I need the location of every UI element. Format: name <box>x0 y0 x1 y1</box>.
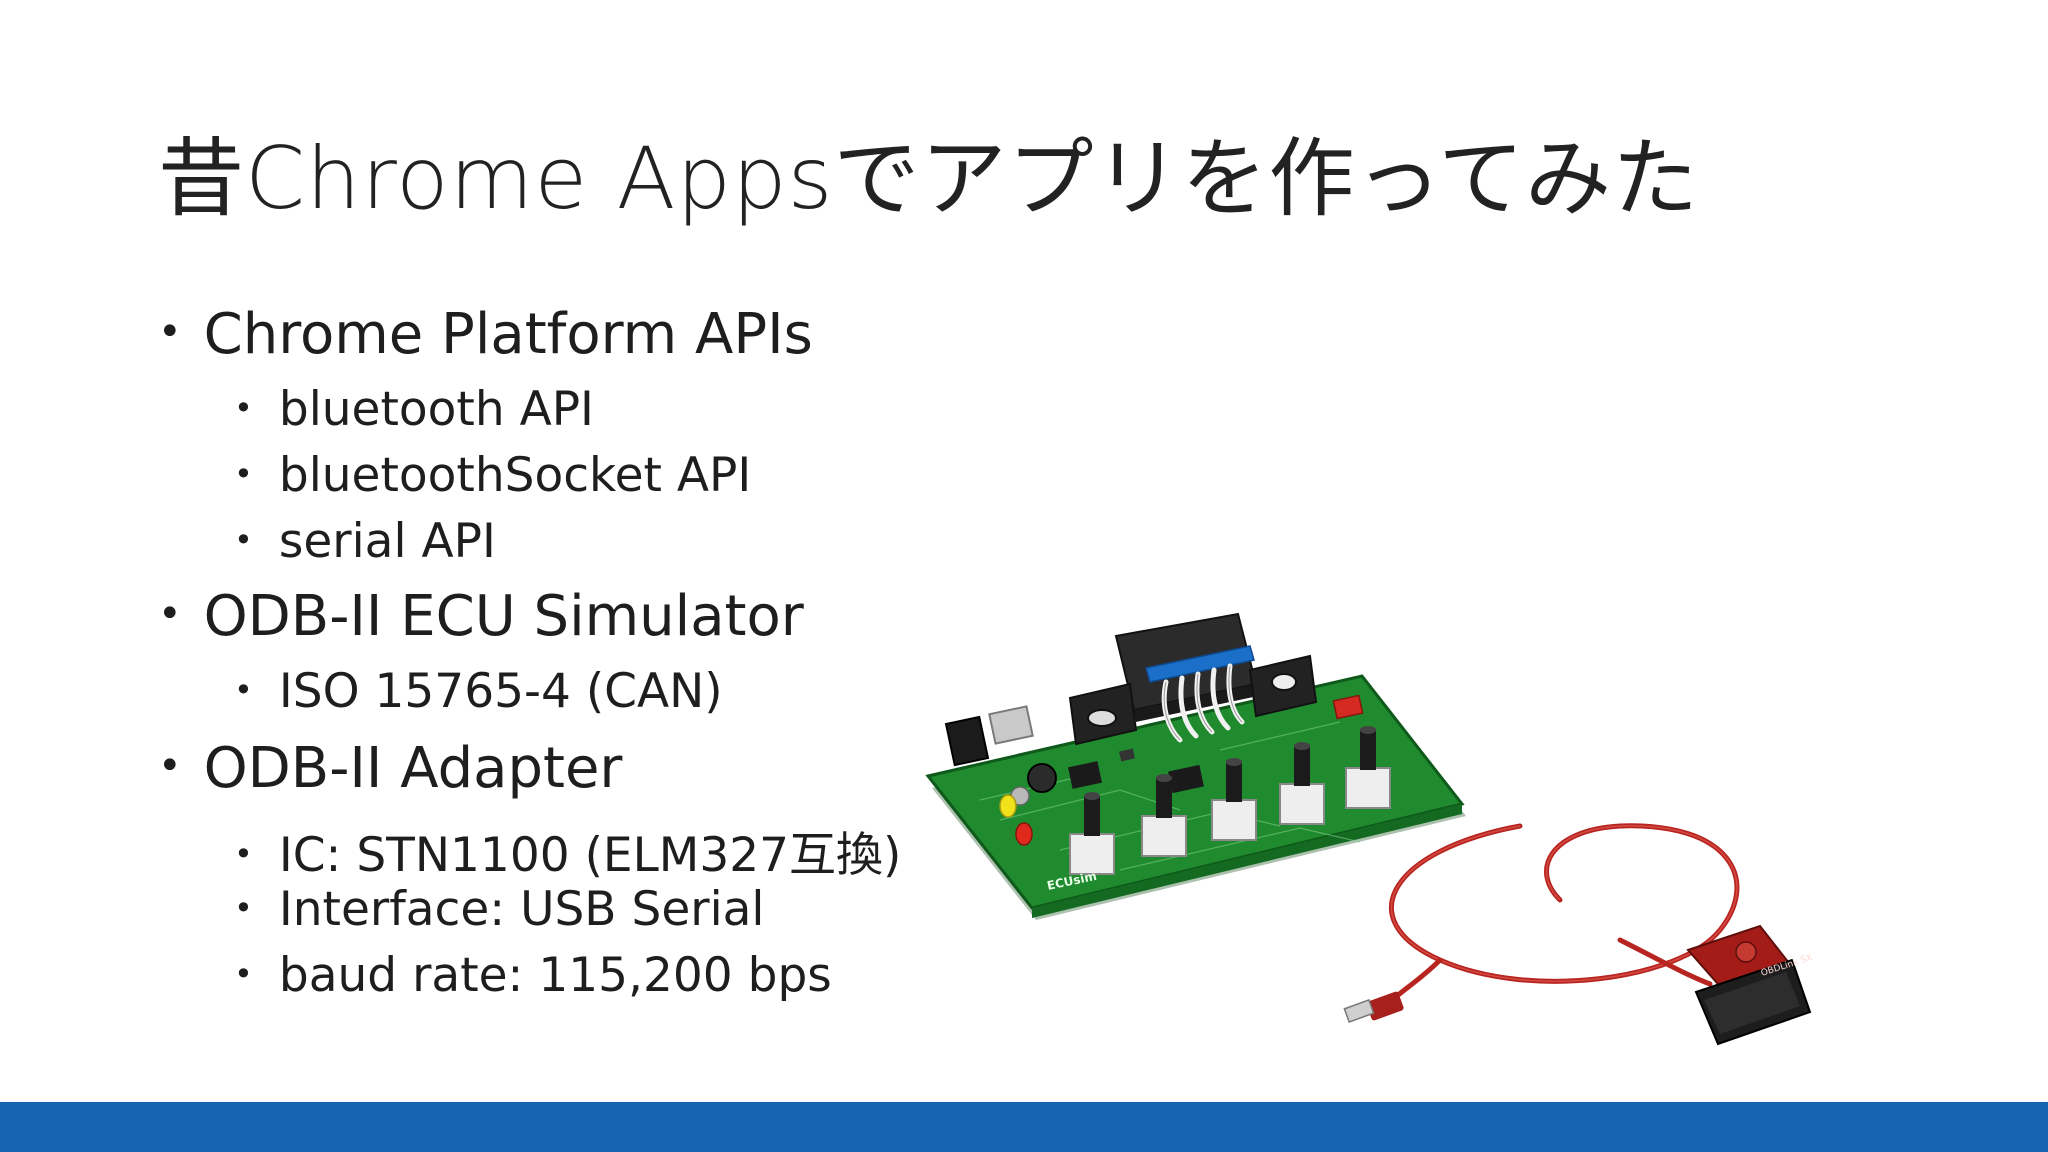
bullet-dot: • <box>158 591 182 637</box>
hardware-photo: ECUsim OBD <box>920 600 1860 1080</box>
usb-plug <box>1343 991 1404 1023</box>
bullet-dot: • <box>234 389 253 427</box>
footer-bar <box>0 1102 2048 1152</box>
sub-bullet-text: bluetoothSocket API <box>278 448 752 503</box>
sub-bullet-item: • baud rate: 115,200 bps <box>234 948 832 1003</box>
sub-bullet-item: • IC: STN1100 (ELM327互換) <box>234 816 901 885</box>
sub-bullet-text: baud rate: 115,200 bps <box>278 948 832 1003</box>
sub-bullet-item: • bluetooth API <box>234 382 594 437</box>
bullet-dot: • <box>234 521 253 559</box>
bullet-item: • ODB-II Adapter <box>158 736 622 801</box>
bullet-dot: • <box>234 835 253 873</box>
sub-bullet-text: Interface: USB Serial <box>278 882 765 937</box>
sub-bullet-text: ISO 15765-4 (CAN) <box>278 664 723 719</box>
sub-bullet-item: • ISO 15765-4 (CAN) <box>234 664 723 719</box>
sub-bullet-item: • serial API <box>234 514 496 569</box>
bullet-text: Chrome Platform APIs <box>203 302 813 367</box>
sub-bullet-item: • bluetoothSocket API <box>234 448 751 503</box>
led-indicators <box>999 794 1033 846</box>
sub-bullet-text: bluetooth API <box>278 382 594 437</box>
bullet-text: ODB-II ECU Simulator <box>203 584 804 649</box>
potentiometers <box>1069 726 1391 875</box>
slide-title: 昔Chrome Appsでアプリを作ってみた <box>158 129 1700 229</box>
sub-bullet-item: • Interface: USB Serial <box>234 882 764 937</box>
ecu-simulator-board-image: ECUsim <box>925 612 1466 920</box>
bullet-dot: • <box>158 309 182 355</box>
bullet-text: ODB-II Adapter <box>203 736 623 801</box>
bullet-dot: • <box>234 889 253 927</box>
sub-bullet-text: serial API <box>278 514 496 569</box>
obd-adapter-cable-image: OBDLink SX <box>1343 823 1814 1046</box>
bullet-dot: • <box>234 671 253 709</box>
bullet-dot: • <box>234 455 253 493</box>
bullet-item: • ODB-II ECU Simulator <box>158 584 804 649</box>
obd-connector-head: OBDLink SX <box>1686 924 1814 1046</box>
obd-connector-housing <box>1068 612 1318 746</box>
bullet-dot: • <box>158 743 182 789</box>
bullet-dot: • <box>234 955 253 993</box>
bullet-item: • Chrome Platform APIs <box>158 302 813 367</box>
sub-bullet-text: IC: STN1100 (ELM327互換) <box>278 828 902 883</box>
